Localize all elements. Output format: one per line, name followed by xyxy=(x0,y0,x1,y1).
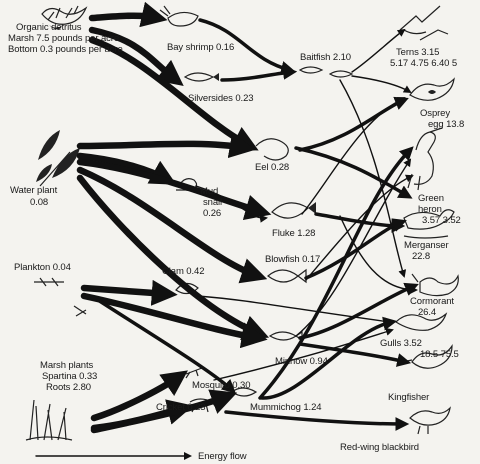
gulls-label: Gulls 3.52 xyxy=(380,338,422,349)
eel-sketch xyxy=(256,139,288,160)
spartina-label: Spartina 0.33 xyxy=(42,371,97,382)
mosquito-label: Mosquito 0.30 xyxy=(192,380,250,391)
red-winged-blackbird-label: Red-wing blackbird xyxy=(340,442,419,453)
cormorant-label: Cormorant xyxy=(410,296,454,307)
silversides-sketch xyxy=(185,73,219,81)
merganser-label: Merganser xyxy=(404,240,449,251)
plankton-sketch xyxy=(34,278,86,316)
bottom-detritus-label: Bottom 0.3 pounds per acre xyxy=(8,44,123,55)
mud-snail-label-2: snail xyxy=(203,197,222,208)
organic-detritus-label: Organic detritus xyxy=(16,22,81,33)
fluke-label: Fluke 1.28 xyxy=(272,228,315,239)
silversides-label: Silversides 0.23 xyxy=(188,93,253,104)
eel-label: Eel 0.28 xyxy=(255,162,289,173)
mud-snail-label-1: Mud xyxy=(200,186,218,197)
mosquito-sketch xyxy=(186,368,202,378)
merganser-value: 22.8 xyxy=(412,251,430,262)
kingfisher-label: Kingfisher xyxy=(388,392,429,403)
blowfish-sketch xyxy=(268,270,306,282)
gulls-values: 18.5 75.5 xyxy=(420,349,459,360)
cricket-label: Cricket 0.23 xyxy=(156,402,206,413)
plankton-label: Plankton 0.04 xyxy=(14,262,71,273)
minnow-sketch xyxy=(270,332,302,340)
marsh-detritus-label: Marsh 7.5 pounds per acre xyxy=(8,33,119,44)
blowfish-label: Blowfish 0.17 xyxy=(265,254,320,265)
mud-snail-value: 0.26 xyxy=(203,208,221,219)
baitfish-sketch xyxy=(300,67,352,77)
green-heron-values: 3.57 3.52 xyxy=(422,215,461,226)
roots-label: Roots 2.80 xyxy=(46,382,91,393)
marsh-plants-sketch xyxy=(26,400,72,440)
baitfish-label: Baitfish 2.10 xyxy=(300,52,351,63)
green-heron-label-1: Green xyxy=(418,193,444,204)
osprey-values: egg 13.8 xyxy=(428,119,464,130)
minnow-label: Minnow 0.94 xyxy=(275,356,328,367)
osprey-sketch xyxy=(410,79,454,100)
energy-flow-label: Energy flow xyxy=(198,451,247,462)
blackbird-sketch xyxy=(410,408,450,434)
osprey-label: Osprey xyxy=(420,108,450,119)
cormorant-value: 26.4 xyxy=(418,307,436,318)
tern-sketch xyxy=(400,6,448,40)
cormorant-sketch xyxy=(412,274,458,296)
bay-shrimp-sketch xyxy=(160,6,198,26)
green-heron-sketch xyxy=(408,128,442,190)
clam-label: Clam 0.42 xyxy=(162,266,204,277)
water-plant-value: 0.08 xyxy=(30,197,48,208)
terns-label: Terns 3.15 xyxy=(396,47,439,58)
mummichog-label: Mummichog 1.24 xyxy=(250,402,321,413)
bay-shrimp-label: Bay shrimp 0.16 xyxy=(167,42,234,53)
water-plant-sketch xyxy=(36,130,80,186)
green-heron-label-2: heron xyxy=(418,204,442,215)
marsh-plants-label: Marsh plants xyxy=(40,360,93,371)
terns-values: 5.17 4.75 6.40 5 xyxy=(390,58,457,69)
water-plant-label: Water plant xyxy=(10,185,57,196)
